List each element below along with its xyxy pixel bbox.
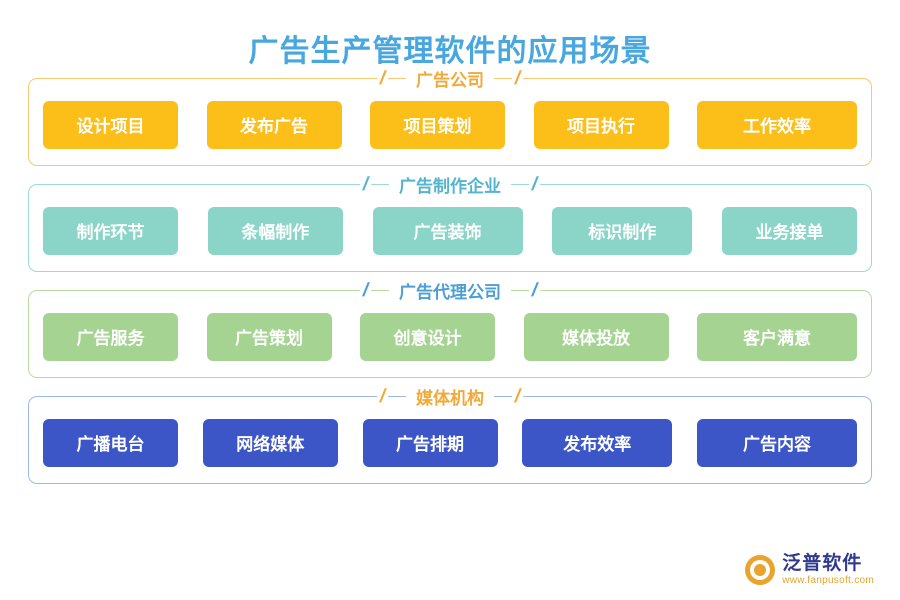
scenario-chip[interactable]: 业务接单 (722, 207, 857, 255)
logo-url: www.fanpusoft.com (782, 575, 874, 586)
logo-name: 泛普软件 (782, 553, 863, 575)
group-items: 广告服务广告策划创意设计媒体投放客户满意 (29, 291, 871, 377)
logo-globe-icon (745, 555, 776, 586)
group-items: 制作环节条幅制作广告装饰标识制作业务接单 (29, 185, 871, 271)
scenario-chip[interactable]: 设计项目 (43, 101, 178, 149)
group-items: 广播电台网络媒体广告排期发布效率广告内容 (29, 397, 871, 483)
scenario-chip[interactable]: 条幅制作 (207, 207, 343, 255)
logo-text: 泛普软件 www.fanpusoft.com (782, 553, 874, 586)
scenario-chip[interactable]: 广播电台 (43, 419, 178, 467)
scenario-chip[interactable]: 工作效率 (697, 101, 857, 149)
scenario-chip[interactable]: 创意设计 (360, 313, 495, 361)
scenario-chip[interactable]: 项目策划 (370, 101, 505, 149)
scenario-chip[interactable]: 发布广告 (206, 101, 342, 149)
group-items: 设计项目发布广告项目策划项目执行工作效率 (29, 79, 871, 165)
scenario-chip[interactable]: 标识制作 (552, 207, 693, 255)
scenario-chip[interactable]: 网络媒体 (202, 419, 338, 467)
scenario-chip[interactable]: 广告内容 (697, 419, 857, 467)
scenario-chip[interactable]: 媒体投放 (523, 313, 669, 361)
scenario-chip[interactable]: 广告策划 (206, 313, 332, 361)
group-2: /广告制作企业/制作环节条幅制作广告装饰标识制作业务接单 (28, 172, 872, 272)
group-4: /媒体机构/广播电台网络媒体广告排期发布效率广告内容 (28, 384, 872, 484)
scenario-chip[interactable]: 项目执行 (533, 101, 669, 149)
group-list: /广告公司/设计项目发布广告项目策划项目执行工作效率/广告制作企业/制作环节条幅… (0, 66, 900, 484)
scenario-chip[interactable]: 广告服务 (43, 313, 178, 361)
page-title: 广告生产管理软件的应用场景 (248, 35, 652, 68)
scenario-chip[interactable]: 广告排期 (362, 419, 498, 467)
scenario-chip[interactable]: 制作环节 (43, 207, 178, 255)
group-1: /广告公司/设计项目发布广告项目策划项目执行工作效率 (28, 66, 872, 166)
brand-logo: 泛普软件 www.fanpusoft.com (745, 553, 874, 586)
scenario-chip[interactable]: 客户满意 (697, 313, 857, 361)
group-3: /广告代理公司/广告服务广告策划创意设计媒体投放客户满意 (28, 278, 872, 378)
scenario-chip[interactable]: 广告装饰 (372, 207, 523, 255)
scenario-chip[interactable]: 发布效率 (522, 419, 673, 467)
